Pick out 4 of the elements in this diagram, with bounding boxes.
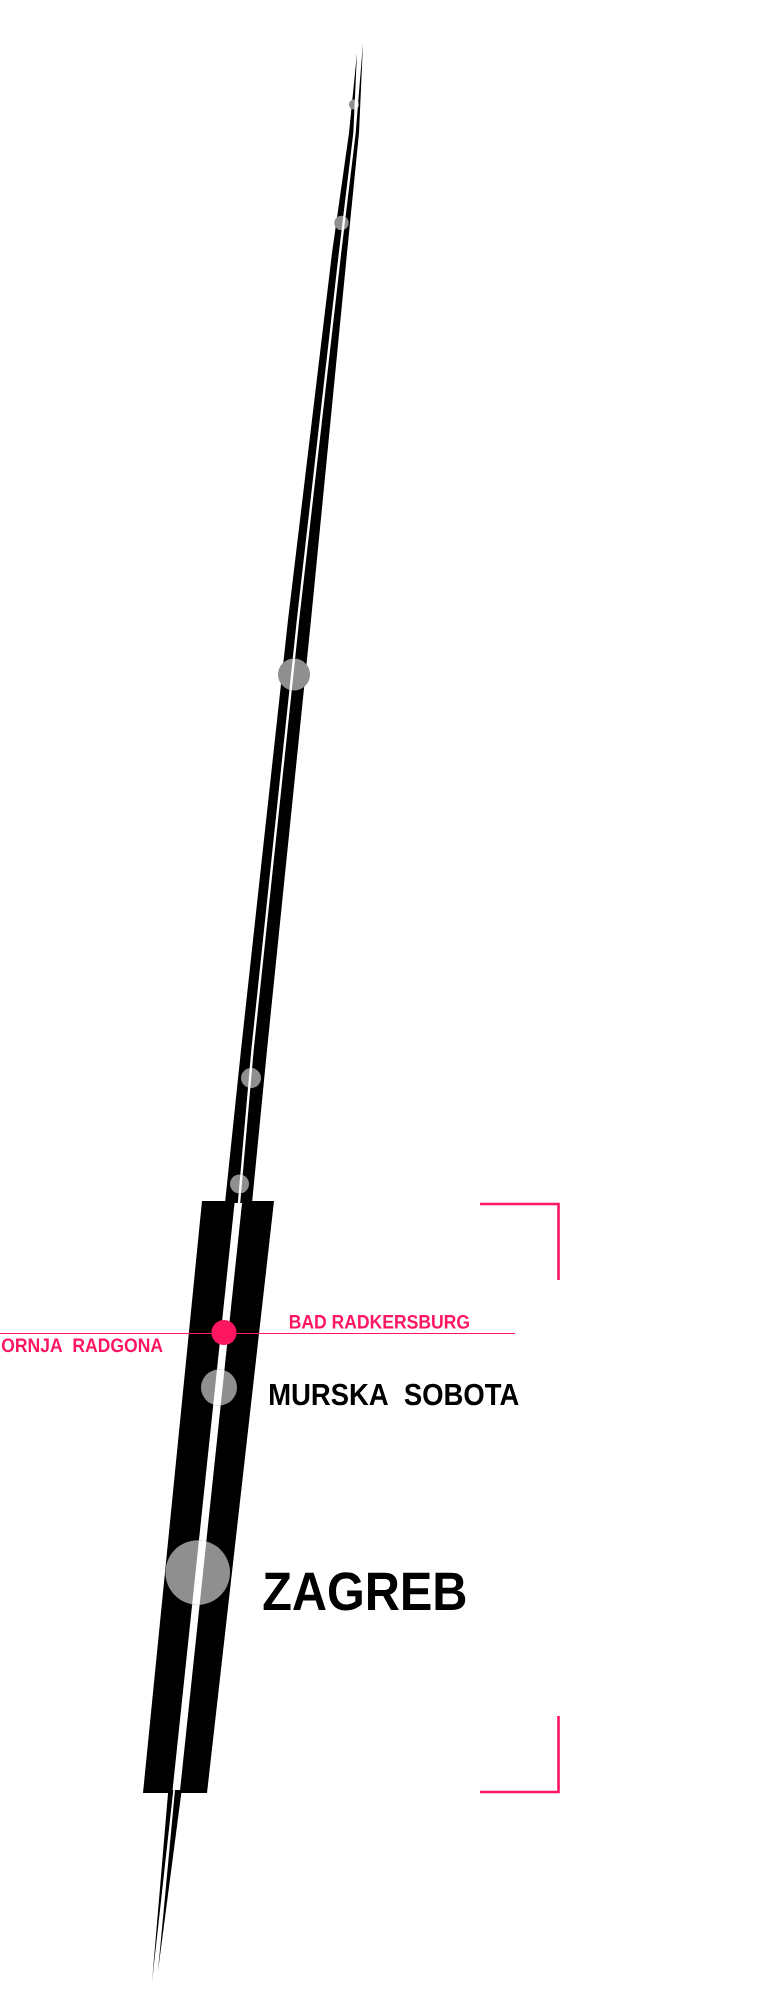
city-label: BAD RADKERSBURG xyxy=(289,1314,469,1329)
city-label: MURSKA SOBOTA xyxy=(270,1383,519,1406)
city-label: ZAGREB xyxy=(263,1572,466,1611)
city-label: ORNJA RADGONA xyxy=(1,1338,163,1353)
